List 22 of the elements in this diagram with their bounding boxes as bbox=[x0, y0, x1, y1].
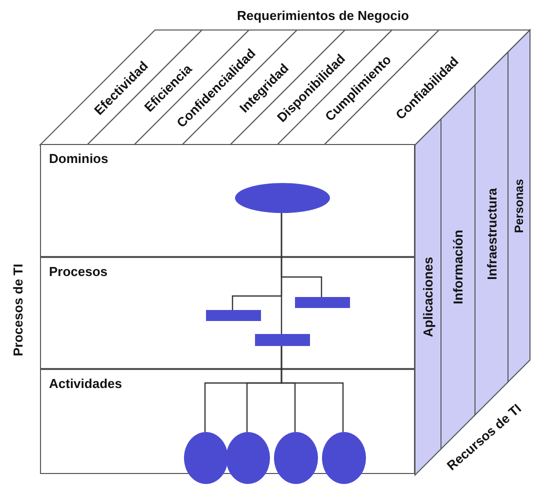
strip-label: Aplicaciones bbox=[420, 256, 436, 338]
circle-shape bbox=[274, 432, 318, 484]
axis-title: Requerimientos de Negocio bbox=[237, 8, 409, 23]
strip-label: Información bbox=[450, 230, 466, 304]
strip-label: Personas bbox=[512, 178, 526, 234]
strip-label: Infraestructura bbox=[484, 188, 499, 280]
circle-shape bbox=[184, 432, 228, 484]
bar-shape bbox=[255, 334, 310, 346]
connector-line bbox=[280, 346, 344, 432]
side-strip bbox=[415, 119, 441, 475]
circle-shape bbox=[322, 432, 366, 484]
side-strip bbox=[475, 52, 508, 415]
band-title: Actividades bbox=[49, 376, 122, 391]
layer-band bbox=[40, 257, 415, 369]
circle-shape bbox=[226, 432, 270, 484]
bar-shape bbox=[206, 310, 261, 321]
band-title: Dominios bbox=[49, 151, 108, 166]
connector-line bbox=[280, 213, 322, 297]
axis-title: Procesos de TI bbox=[10, 264, 26, 356]
side-strip bbox=[508, 30, 530, 382]
band-title: Procesos bbox=[49, 264, 108, 279]
bar-shape bbox=[295, 297, 350, 308]
